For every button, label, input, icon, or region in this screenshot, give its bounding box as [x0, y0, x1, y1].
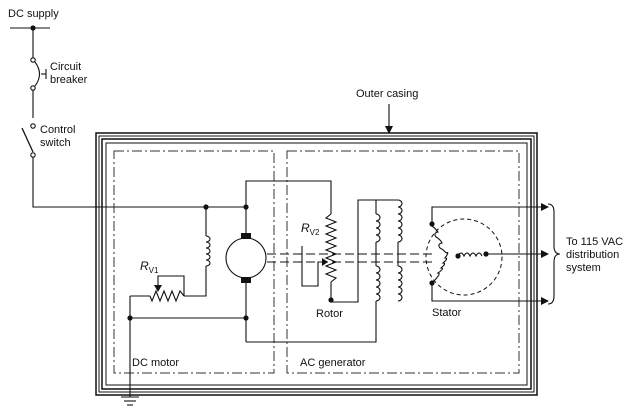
outer-casing-arrow: [385, 104, 393, 134]
rv1-label: RV1: [140, 259, 159, 275]
supply-feed-wire: [32, 157, 206, 208]
control-switch-symbol: [21, 123, 36, 158]
rv2-label: RV2: [301, 221, 320, 237]
mechanical-shaft: [267, 253, 432, 263]
dc-motor-armature: [225, 233, 267, 283]
rotor-bottom-wire: [330, 199, 376, 303]
outer-casing-label: Outer casing: [356, 88, 418, 100]
output-label-1: To 115 VAC: [566, 236, 623, 248]
output-label-3: system: [566, 262, 601, 274]
control-switch-label-2: switch: [40, 137, 71, 149]
control-switch-label-1: Control: [40, 124, 75, 136]
rotor-label: Rotor: [316, 308, 343, 320]
generator-field-coil: [376, 199, 403, 302]
stator-boundary: [425, 218, 503, 296]
dc-supply-label: DC supply: [8, 8, 59, 20]
circuit-breaker-label-2: breaker: [50, 74, 88, 86]
rotor-coil: [246, 200, 381, 343]
output-lines: [431, 203, 549, 305]
circuit-breaker-symbol: [30, 57, 47, 91]
ground-symbol: [121, 396, 139, 406]
output-label-2: distribution: [566, 249, 619, 261]
outer-casing-frame: [95, 132, 538, 396]
dc-motor-enclosure: [113, 150, 275, 374]
rv1-rheostat: [130, 275, 185, 303]
output-brace: [547, 203, 561, 305]
dc-motor-label: DC motor: [132, 357, 179, 369]
rv2-rheostat: [301, 213, 338, 300]
generator-field-top-wire: [245, 180, 332, 214]
stator-windings: [431, 225, 483, 284]
shunt-field-coil: [205, 235, 211, 267]
circuit-breaker-label-1: Circuit: [50, 61, 81, 73]
stator-label: Stator: [432, 307, 462, 319]
field-coil-bottom-lead: [184, 266, 207, 297]
ac-generator-label: AC generator: [300, 357, 366, 369]
